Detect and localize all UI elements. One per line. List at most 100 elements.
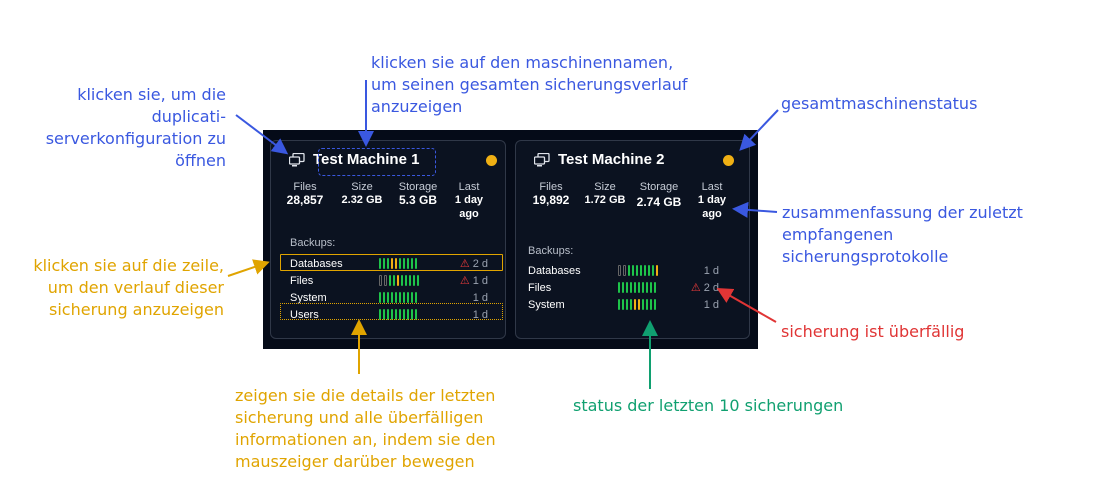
last-label: Last [458, 181, 480, 193]
backup-status-bars[interactable] [618, 299, 656, 310]
backup-row[interactable]: Databases 1 d [528, 263, 735, 278]
server-config-icon[interactable] [533, 152, 550, 167]
server-config-icon[interactable] [288, 152, 305, 167]
backup-status-bar [650, 299, 652, 310]
backup-status-bar [642, 299, 644, 310]
last-value: 1 day ago [697, 194, 727, 220]
backup-status-bar [383, 292, 385, 303]
overdue-warning-icon: ⚠ [459, 258, 470, 270]
backup-name: Databases [290, 257, 343, 270]
backup-age-value: 2 d [472, 257, 488, 270]
backup-status-bar [403, 292, 405, 303]
backup-status-bar [401, 275, 403, 286]
backup-status-bar [646, 282, 648, 293]
backup-status-bar [391, 258, 393, 269]
backup-status-bar [622, 299, 624, 310]
backup-status-bar [407, 258, 409, 269]
backup-age: ⚠2 d [691, 281, 719, 295]
backup-status-bar [626, 282, 628, 293]
backup-status-bars[interactable] [379, 292, 417, 303]
backup-age: ⚠1 d [460, 274, 488, 288]
backup-status-bar [415, 309, 417, 320]
backup-status-bar [389, 275, 391, 286]
backup-status-bar [642, 282, 644, 293]
machine-name-link[interactable]: Test Machine 2 [558, 151, 665, 168]
backup-status-bar [628, 265, 630, 276]
backup-status-bar [383, 258, 385, 269]
last-value: 1 day ago [454, 194, 484, 220]
machine-status-dot [486, 155, 497, 166]
backup-status-bar [395, 309, 397, 320]
size-value: 1.72 GB [584, 194, 626, 206]
backup-status-bar [634, 299, 636, 310]
backup-name: Users [290, 308, 319, 321]
annotation-open-config: klicken sie, um die duplicati- serverkon… [45, 85, 226, 170]
backup-status-bar [403, 309, 405, 320]
backup-status-bar [413, 275, 415, 286]
backup-row[interactable]: Files ⚠2 d [528, 280, 735, 295]
backup-status-bar [407, 309, 409, 320]
backup-name: Files [528, 281, 552, 294]
backup-status-bar [415, 258, 417, 269]
backup-status-bar [630, 299, 632, 310]
backup-status-bar [415, 292, 417, 303]
backup-status-bar [636, 265, 638, 276]
backup-age: 1 d [473, 309, 488, 321]
backup-status-bar [393, 275, 395, 286]
storage-label: Storage [398, 181, 438, 193]
backup-row[interactable]: Databases ⚠2 d [290, 256, 500, 271]
backup-status-bar [632, 265, 634, 276]
annotation-overdue: sicherung ist überfällig [781, 322, 965, 341]
row-highlight [280, 254, 503, 271]
backup-status-bar [399, 258, 401, 269]
files-label: Files [539, 181, 563, 193]
backup-age-value: 1 d [703, 298, 719, 311]
size-value: 2.32 GB [341, 194, 383, 206]
size-label: Size [594, 181, 616, 193]
backup-status-bars[interactable] [618, 282, 656, 293]
backup-status-bar [652, 265, 654, 276]
annotation-machine-name: klicken sie auf den maschinennamen, um s… [371, 53, 688, 116]
backup-status-bars[interactable] [618, 265, 658, 276]
backup-status-bars[interactable] [379, 309, 417, 320]
row-hover-highlight [280, 303, 503, 320]
backup-status-bars[interactable] [379, 275, 419, 286]
backup-status-bar [379, 292, 381, 303]
backup-status-bar [399, 292, 401, 303]
backup-status-bar [387, 258, 389, 269]
backup-status-bar [654, 299, 656, 310]
storage-value: 5.3 GB [398, 193, 437, 207]
backup-age: ⚠2 d [459, 257, 488, 271]
backup-status-bar [384, 275, 387, 286]
backup-row[interactable]: Files ⚠1 d [290, 273, 500, 288]
backup-status-bar [411, 309, 413, 320]
backup-status-bar [395, 292, 397, 303]
backup-age: 1 d [473, 292, 488, 304]
backup-status-bar [399, 309, 401, 320]
backup-status-bar [638, 282, 640, 293]
backup-status-bars[interactable] [379, 258, 417, 269]
backup-age-value: 1 d [472, 274, 488, 287]
backup-status-bar [411, 258, 413, 269]
annotation-hover-details: zeigen sie die details der letzten siche… [235, 386, 496, 471]
backup-status-bar [634, 282, 636, 293]
backup-status-bar [405, 275, 407, 286]
machine-name-highlight [318, 148, 436, 176]
backup-name: Databases [528, 264, 581, 277]
backup-status-bar [622, 282, 624, 293]
backups-label: Backups: [290, 237, 336, 249]
backup-status-bar [403, 258, 405, 269]
backup-status-bar [618, 299, 620, 310]
annotation-row-click: klicken sie auf die zeile, um den verlau… [33, 256, 224, 319]
backup-age-value: 1 d [703, 264, 719, 277]
machine-name-link[interactable]: Test Machine 1 [313, 151, 420, 168]
backup-age-value: 2 d [703, 281, 719, 294]
backup-status-bar [407, 292, 409, 303]
backup-status-bar [656, 265, 658, 276]
backup-row[interactable]: Users 1 d [290, 307, 500, 322]
files-label: Files [293, 181, 317, 193]
backup-name: Files [290, 274, 314, 287]
